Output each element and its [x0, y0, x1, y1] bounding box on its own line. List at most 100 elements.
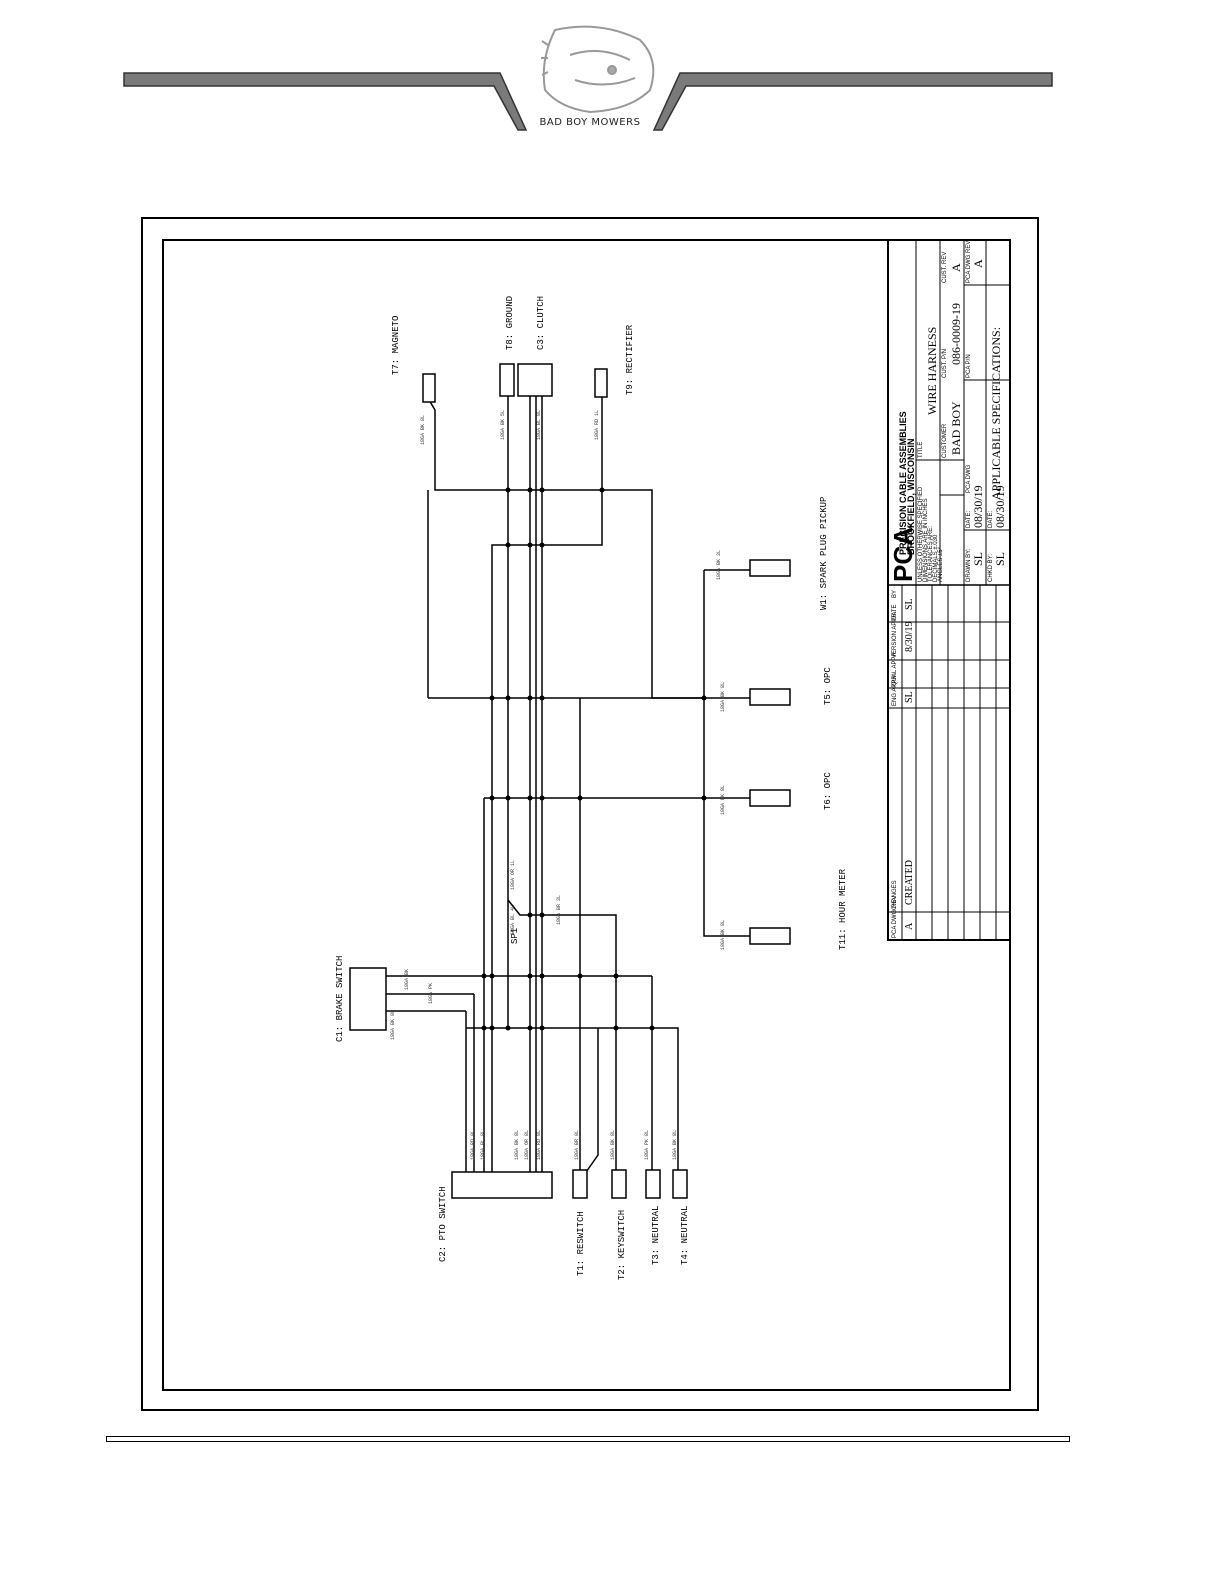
label-opc2: T6: OPC: [823, 772, 833, 810]
label-ground: T8: GROUND: [505, 296, 515, 350]
opc1-terminal: [749, 688, 791, 706]
tolerance-line: TOLERANCES ARE:: [928, 526, 934, 582]
checked-label: CHKD BY:: [988, 554, 994, 582]
label-rectifier: T9: RECTIFIER: [625, 324, 635, 395]
label-pto-switch: C2: PTO SWITCH: [438, 1186, 448, 1262]
rev-row-rev: A: [904, 922, 915, 930]
pca-dwg-rev: A: [971, 259, 985, 268]
svg-text:18GA BK 8L: 18GA BK 8L: [420, 415, 426, 445]
svg-text:18GA RD 8L: 18GA RD 8L: [470, 1130, 476, 1160]
clutch-connector: [517, 363, 553, 397]
rev-row-changes: CREATED: [904, 860, 915, 905]
customer-label: CUSTOMER: [942, 423, 948, 458]
svg-text:18GA BK 8L: 18GA BK 8L: [720, 785, 726, 815]
svg-text:18GA BK 3L: 18GA BK 3L: [716, 550, 722, 580]
tolerance-line: DIMENSIONS ARE IN INCHES: [923, 498, 929, 582]
tolerance-line: DECIMALS ±.030: [933, 534, 939, 582]
bulldog-head-logo: [541, 25, 655, 114]
label-hour-meter: T11: HOUR METER: [838, 868, 848, 950]
hour-meter-terminal: [749, 927, 791, 945]
svg-text:18GA PK 8L: 18GA PK 8L: [644, 1130, 650, 1160]
tolerance-line: ANGLES ±5°: [938, 546, 944, 582]
svg-text:18GA PK: 18GA PK: [428, 983, 434, 1004]
checked-date: 08/30/19: [993, 485, 1007, 528]
page-header: BAD BOY MOWERS: [0, 0, 1224, 150]
rectifier-terminal: [594, 368, 608, 398]
checked-date-label: DATE:: [988, 510, 994, 528]
svg-text:18GA BR 8L: 18GA BR 8L: [574, 1130, 580, 1160]
svg-text:18GA BK 8L: 18GA BK 8L: [720, 682, 726, 712]
label-opc1: T5: OPC: [823, 667, 833, 705]
rev-header-eng: ENG APPR.: [892, 673, 898, 706]
rev-header-date: DATE: [892, 604, 898, 620]
neutral2-terminal: [672, 1169, 688, 1199]
cust-pn: 086-0009-19: [949, 303, 963, 365]
pca-dwg-label: PCA DWG: [966, 464, 972, 493]
header-banner: [123, 25, 1053, 131]
inner-border: [162, 239, 1011, 1391]
label-spark-plug: W1: SPARK PLUG PICKUP: [819, 497, 829, 610]
drawn-date: 08/30/19: [971, 485, 985, 528]
label-reswitch: T1: RESWITCH: [576, 1211, 586, 1276]
brand-name: BAD BOY MOWERS: [539, 117, 641, 128]
svg-text:18GA BK: 18GA BK: [404, 969, 410, 990]
pca-dwg-rev-label: PCA DWG REV: [966, 241, 972, 283]
rev-row-eng: SL: [904, 691, 915, 703]
label-keyswitch: T2: KEYSWITCH: [617, 1210, 627, 1280]
svg-text:18GA BK 8L: 18GA BK 8L: [390, 1010, 396, 1040]
label-neutral2: T4: NEUTRAL: [680, 1206, 690, 1265]
rev-row-by: SL: [904, 598, 915, 610]
svg-text:18GA BR 3L: 18GA BR 3L: [556, 895, 562, 925]
checked-by: SL: [993, 552, 1007, 566]
applicable-specs: APPLICABLE SPECIFICATIONS:: [989, 327, 1003, 500]
company-location: BROOKFIELD, WISCONSIN: [906, 439, 916, 556]
svg-text:18GA BL 8L: 18GA BL 8L: [480, 1130, 486, 1160]
rev-row-date: 8/30/19: [904, 621, 915, 652]
reswitch-terminal: [572, 1169, 588, 1199]
svg-text:18GA BL 4L: 18GA BL 4L: [510, 905, 516, 935]
svg-text:18GA BK 8L: 18GA BK 8L: [610, 1130, 616, 1160]
title-label: TITLE: [918, 442, 924, 458]
svg-text:18GA BK 8L: 18GA BK 8L: [514, 1130, 520, 1160]
cust-pn-label: CUST. P/N: [942, 349, 948, 378]
magneto-terminal: [422, 373, 436, 403]
customer-name: BAD BOY: [949, 401, 963, 455]
neutral1-terminal: [645, 1169, 661, 1199]
svg-text:18GA OR 8L: 18GA OR 8L: [524, 1130, 530, 1160]
label-magneto: T7: MAGNETO: [391, 316, 401, 375]
rev-header-qual: QUAL APPR.: [892, 650, 898, 686]
svg-text:18GA RD 1L: 18GA RD 1L: [594, 410, 600, 440]
label-clutch: C3: CLUTCH: [536, 296, 546, 350]
rev-header-by: BY: [892, 590, 898, 598]
pca-pn-label: PCA P/N: [966, 354, 972, 378]
label-brake-switch: C1: BRAKE SWITCH: [335, 956, 345, 1042]
pto-switch-connector: [451, 1171, 553, 1199]
title-block: PRECISION CABLE ASSEMBLIES BROOKFIELD, W…: [887, 239, 1011, 941]
drawn-label: DRAWN BY:: [966, 548, 972, 582]
drawn-date-label: DATE:: [966, 510, 972, 528]
company-name: PRECISION CABLE ASSEMBLIES: [898, 411, 908, 555]
cust-rev: A: [949, 263, 963, 272]
tolerance-line: UNLESS OTHERWISE SPECIFIED: [918, 486, 924, 582]
spark-plug-terminal: [749, 559, 791, 577]
rev-header-rev: PCA DWG REV: [892, 896, 898, 938]
label-neutral1: T3: NEUTRAL: [651, 1206, 661, 1265]
outer-border: [141, 217, 1039, 1411]
footer-rule: [106, 1436, 1070, 1442]
svg-text:18GA BL 8L: 18GA BL 8L: [536, 410, 542, 440]
brake-switch-connector: [349, 967, 387, 1031]
rev-header-changes: CHANGES: [892, 880, 898, 910]
drawing-title: WIRE HARNESS: [925, 327, 939, 415]
cust-rev-label: CUST. REV: [942, 252, 948, 283]
svg-text:18GA BK 5L: 18GA BK 5L: [500, 410, 506, 440]
svg-text:18GA BK 8L: 18GA BK 8L: [720, 920, 726, 950]
pca-logo: PCA: [888, 527, 918, 582]
wires: [386, 396, 750, 1176]
keyswitch-terminal: [611, 1169, 627, 1199]
svg-text:18GA OR 1L: 18GA OR 1L: [510, 860, 516, 890]
svg-text:18GA BK 8L: 18GA BK 8L: [672, 1130, 678, 1160]
junctions: [481, 487, 707, 1031]
pca-logo-suffix: LLC: [908, 523, 914, 535]
opc2-terminal: [749, 789, 791, 807]
